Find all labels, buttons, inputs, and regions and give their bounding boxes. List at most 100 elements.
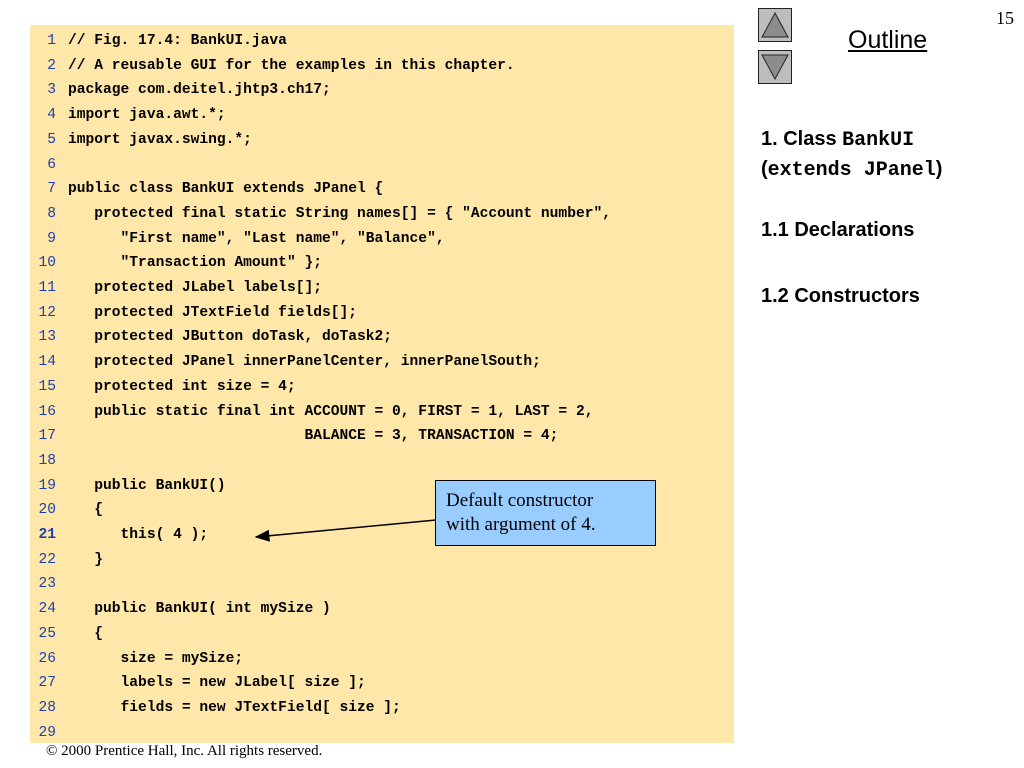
previous-slide-button[interactable]	[758, 8, 792, 42]
code-panel	[30, 25, 734, 743]
line-number: 1	[47, 33, 56, 49]
code-text: }	[68, 551, 104, 568]
triangle-down-icon	[761, 54, 789, 81]
callout-line-1: Default constructor	[446, 490, 594, 511]
line-number: 28	[38, 699, 56, 716]
code-line: 14 protected JPanel innerPanelCenter, in…	[30, 350, 540, 374]
line-number: 2	[47, 57, 56, 74]
code-line: 2 // A reusable GUI for the examples in t…	[30, 54, 514, 78]
code-text: import java.awt.*;	[68, 107, 226, 124]
code-text: public BankUI( int mySize )	[68, 601, 331, 618]
code-line: 6	[30, 153, 56, 177]
code-text: fields = new JTextField[ size ];	[68, 699, 401, 716]
code-text: package com.deitel.jhtp3.ch17;	[68, 82, 331, 99]
line-number: 23	[38, 576, 56, 593]
code-text: {	[68, 625, 104, 642]
code-line: 10 "Transaction Amount" };	[30, 251, 322, 275]
outline-item-declarations: 1.1 Declarations	[761, 219, 915, 241]
outline-item-prefix: 1. Class	[761, 128, 843, 150]
code-line: 12 protected JTextField fields[];	[30, 301, 357, 325]
code-text: this( 4 );	[68, 527, 209, 543]
code-line: 28 fields = new JTextField[ size ];	[30, 696, 400, 720]
line-number: 4	[47, 107, 56, 124]
next-slide-button[interactable]	[758, 50, 792, 84]
code-text: "First name", "Last name", "Balance",	[68, 230, 445, 247]
code-line: 1 // Fig. 17.4: BankUI.java	[30, 29, 287, 53]
code-line: 13 protected JButton doTask, doTask2;	[30, 325, 392, 349]
line-number: 3	[47, 82, 56, 99]
code-line: 4 import java.awt.*;	[30, 103, 225, 127]
line-number: 6	[47, 156, 56, 173]
code-text: public static final int ACCOUNT = 0, FIR…	[68, 403, 594, 420]
callout-line-2: with argument of 4.	[446, 514, 596, 535]
code-line: 27 labels = new JLabel[ size ];	[30, 671, 365, 695]
triangle-up-icon	[761, 11, 789, 38]
line-number: 5	[47, 131, 56, 148]
callout-box: Default constructor with argument of 4.	[435, 480, 656, 546]
copyright-footer: © 2000 Prentice Hall, Inc. All rights re…	[46, 743, 323, 759]
code-line: 15 protected int size = 4;	[30, 375, 295, 399]
code-text: {	[68, 502, 104, 519]
line-number: 24	[38, 601, 56, 618]
line-number: 14	[38, 354, 56, 371]
code-line: 19 public BankUI()	[30, 474, 225, 498]
outline-item-class-name: BankUI	[842, 129, 915, 152]
code-text: labels = new JLabel[ size ];	[68, 675, 366, 692]
outline-item-class-bankui: 1. Class BankUI (extends JPanel)	[761, 125, 942, 185]
code-line: 16 public static final int ACCOUNT = 0, …	[30, 400, 593, 424]
slide-number: 15	[996, 8, 1014, 28]
code-line: 29	[30, 721, 56, 745]
code-text: public class BankUI extends JPanel {	[68, 181, 384, 198]
code-text: protected JButton doTask, doTask2;	[68, 329, 393, 346]
line-number: 13	[38, 329, 56, 346]
code-line: 3 package com.deitel.jhtp3.ch17;	[30, 78, 331, 102]
code-line: 5 import javax.swing.*;	[30, 128, 252, 152]
line-number: 20	[38, 502, 56, 519]
line-number: 15	[38, 378, 56, 395]
code-line: 7 public class BankUI extends JPanel {	[30, 177, 383, 201]
code-text: // Fig. 17.4: BankUI.java	[68, 33, 287, 49]
code-text: size = mySize;	[68, 650, 244, 667]
line-number: 25	[38, 625, 56, 642]
code-text: BALANCE = 3, TRANSACTION = 4;	[68, 428, 559, 445]
line-number: 22	[38, 551, 56, 568]
code-text: import javax.swing.*;	[68, 131, 252, 148]
code-text: "Transaction Amount" };	[68, 255, 322, 272]
code-line: 24 public BankUI( int mySize )	[30, 597, 330, 621]
code-line: 9 "First name", "Last name", "Balance",	[30, 227, 444, 251]
line-number: 10	[38, 255, 56, 272]
code-line: 25 {	[30, 622, 103, 646]
outline-item-close-paren: )	[935, 158, 943, 180]
code-text: public BankUI()	[68, 477, 226, 494]
line-number: 27	[38, 675, 56, 692]
code-text: protected final static String names[] = …	[68, 205, 611, 222]
code-text: // A reusable GUI for the examples in th…	[68, 57, 515, 74]
outline-item-constructors: 1.2 Constructors	[761, 285, 920, 307]
code-line: 8 protected final static String names[] …	[30, 202, 611, 226]
line-number: 9	[47, 230, 56, 247]
line-number: 11	[38, 280, 56, 296]
line-number: 8	[47, 205, 56, 222]
code-text: protected int size = 4;	[68, 378, 296, 395]
outline-title[interactable]: Outline	[848, 26, 928, 54]
code-line: 21 this( 4 );	[30, 523, 208, 547]
line-number: 16	[38, 403, 56, 420]
line-number: 21	[38, 527, 56, 543]
code-line: 26 size = mySize;	[30, 647, 243, 671]
code-text: protected JTextField fields[];	[68, 304, 358, 321]
line-number: 12	[38, 304, 56, 321]
line-number: 7	[47, 181, 56, 198]
line-number: 17	[38, 428, 56, 445]
outline-item-extends: extends JPanel	[767, 159, 936, 182]
code-text: protected JLabel labels[];	[68, 280, 322, 296]
code-text: protected JPanel innerPanelCenter, inner…	[68, 354, 541, 371]
code-line: 23	[30, 572, 56, 596]
code-line: 18	[30, 449, 56, 473]
line-number: 18	[38, 452, 56, 469]
outline-item-open-paren: (	[761, 158, 768, 180]
code-line: 20 {	[30, 498, 103, 522]
code-line: 11 protected JLabel labels[];	[30, 276, 322, 300]
line-number: 29	[38, 724, 56, 741]
line-number: 19	[38, 477, 56, 494]
code-line: 17 BALANCE = 3, TRANSACTION = 4;	[30, 424, 558, 448]
